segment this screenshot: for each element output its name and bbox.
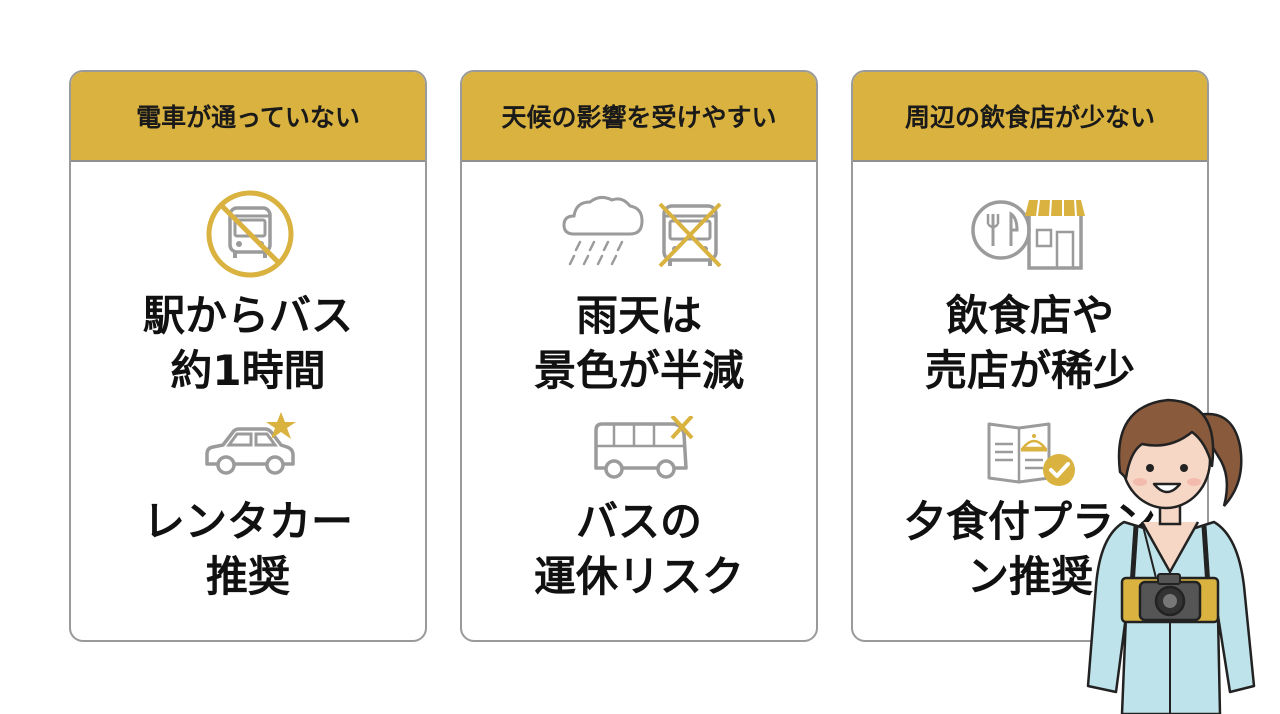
sub-text: バスの 運休リスク (533, 497, 744, 601)
card-header: 周辺の飲食店が少ない (853, 72, 1207, 162)
kimono-woman-with-camera-icon (1086, 398, 1256, 714)
card-weather: 天候の影響を受けやすい 雨天は 景色が半減 バスの 運休リス (460, 70, 818, 642)
card-no-train: 電車が通っていない 駅からバス 約1時間 レンタカー 推奨 (69, 70, 427, 642)
sub-text: 夕食付プラン ン推奨 (903, 497, 1156, 601)
sub-text: レンタカー 推奨 (142, 497, 353, 601)
main-text: 駅からバス 約1時間 (142, 291, 353, 395)
card-header: 電車が通っていない (71, 72, 425, 162)
main-text: 雨天は 景色が半減 (533, 291, 744, 395)
rain-cloud-cancelled-bus-icon (562, 195, 722, 268)
card-header: 天候の影響を受けやすい (462, 72, 816, 162)
no-bus-icon (206, 190, 294, 278)
main-text: 飲食店や 売店が稀少 (924, 291, 1135, 395)
car-star-icon (205, 412, 296, 475)
bus-cross-icon (594, 416, 694, 479)
dinner-menu-check-icon (987, 422, 1075, 486)
restaurant-shop-icon (971, 199, 1085, 270)
